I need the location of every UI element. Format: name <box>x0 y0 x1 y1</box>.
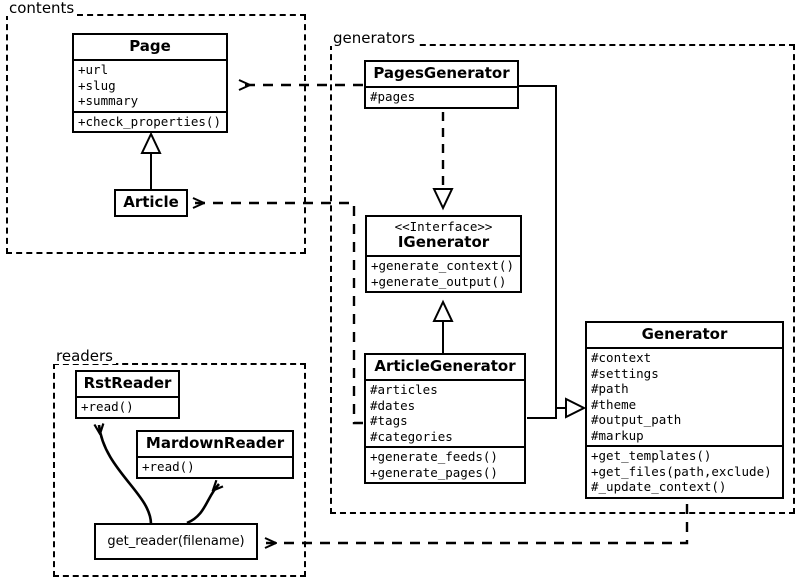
package-contents-label: contents <box>6 0 78 16</box>
attribute: #markup <box>591 427 644 443</box>
class-article-generator-attributes: #articles #dates #tags #categories <box>366 379 524 446</box>
class-rst-reader-name: RstReader <box>83 374 172 392</box>
class-pages-generator[interactable]: PagesGenerator #pages <box>364 60 519 109</box>
class-rst-reader[interactable]: RstReader +read() <box>75 370 180 419</box>
class-article[interactable]: Article <box>114 189 188 217</box>
attribute: #dates <box>370 397 416 413</box>
attribute: #output_path <box>591 412 682 427</box>
method: +read() <box>142 459 195 474</box>
class-article-generator-methods: +generate_feeds() +generate_pages() <box>366 446 524 482</box>
class-rst-reader-methods: +read() <box>77 396 178 417</box>
attribute: #tags <box>370 413 408 428</box>
method: +generate_feeds() <box>370 449 498 464</box>
attribute: #pages <box>370 89 416 104</box>
class-page-methods: +check_properties() <box>74 110 226 132</box>
attribute: +summary <box>78 93 139 108</box>
method: +generate_pages() <box>370 464 498 480</box>
class-article-generator-name: ArticleGenerator <box>374 357 516 375</box>
package-readers <box>53 363 306 577</box>
class-mardown-reader-name: MardownReader <box>145 434 285 452</box>
attribute: #categories <box>370 428 453 444</box>
method: +generate_output() <box>371 273 507 289</box>
function-get-reader[interactable]: get_reader(filename) <box>94 523 258 560</box>
class-page-attributes: +url +slug +summary <box>74 59 226 111</box>
function-get-reader-label: get_reader(filename) <box>107 534 245 549</box>
class-igenerator-name: IGenerator <box>397 233 490 251</box>
method: +get_files(path,exclude) <box>591 463 772 479</box>
class-article-name: Article <box>123 193 179 211</box>
method: +get_templates() <box>591 448 712 463</box>
attribute: #path <box>591 381 629 396</box>
class-igenerator-stereotype: <<Interface>> <box>394 219 493 234</box>
package-generators-label: generators <box>330 30 418 46</box>
class-igenerator-methods: +generate_context() +generate_output() <box>367 255 520 291</box>
package-contents <box>6 14 306 254</box>
class-generator[interactable]: Generator #context #settings #path #them… <box>585 321 784 499</box>
attribute: #context <box>591 350 652 365</box>
method: +generate_context() <box>371 258 514 273</box>
class-igenerator[interactable]: <<Interface>> IGenerator +generate_conte… <box>365 215 522 293</box>
class-page[interactable]: Page +url +slug +summary +check_properti… <box>72 33 228 133</box>
method: +read() <box>81 399 134 414</box>
method: #_update_context() <box>591 479 727 494</box>
class-generator-methods: +get_templates() +get_files(path,exclude… <box>587 445 782 497</box>
class-pages-generator-attributes: #pages <box>366 86 517 107</box>
class-generator-name: Generator <box>641 325 728 343</box>
class-mardown-reader[interactable]: MardownReader +read() <box>136 430 294 479</box>
package-readers-label: readers <box>53 348 116 364</box>
attribute: #theme <box>591 396 637 412</box>
attribute: +url <box>78 62 109 77</box>
class-mardown-reader-methods: +read() <box>138 456 292 477</box>
class-page-name: Page <box>129 37 171 55</box>
class-pages-generator-name: PagesGenerator <box>373 64 510 82</box>
attribute: +slug <box>78 77 116 93</box>
class-article-generator[interactable]: ArticleGenerator #articles #dates #tags … <box>364 353 526 484</box>
attribute: #articles <box>370 382 438 397</box>
method: +check_properties() <box>78 113 221 129</box>
attribute: #settings <box>591 365 659 381</box>
class-generator-attributes: #context #settings #path #theme #output_… <box>587 347 782 445</box>
